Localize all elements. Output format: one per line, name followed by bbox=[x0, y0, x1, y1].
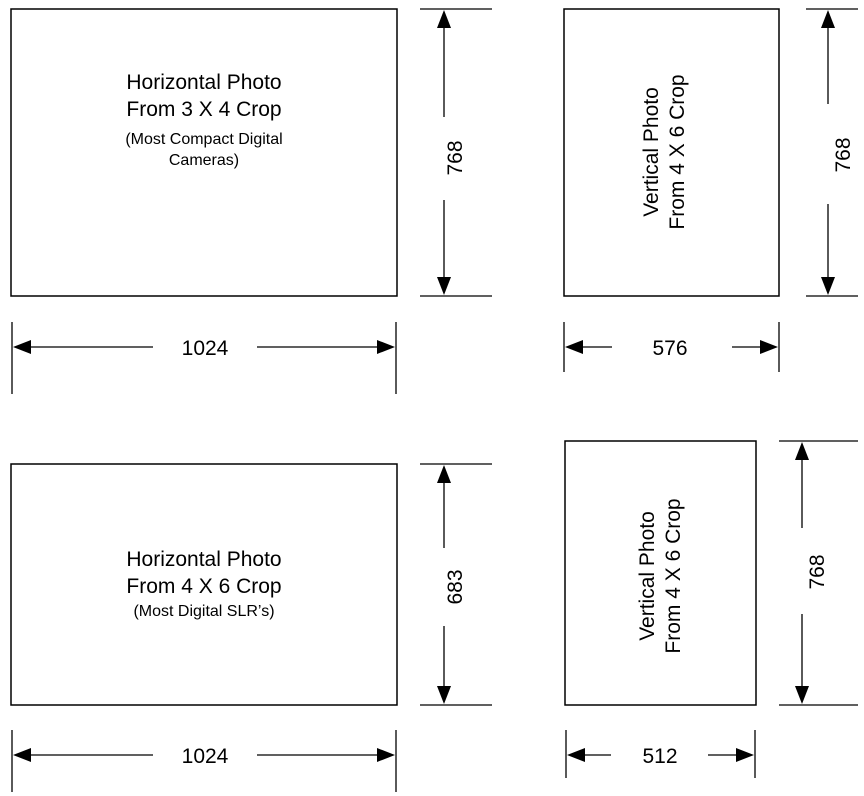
height-label: 768 bbox=[444, 140, 467, 175]
arrowhead-right bbox=[377, 340, 395, 354]
photo-note-line-1: (Most Digital SLR’s) bbox=[133, 603, 274, 620]
arrowhead-left bbox=[13, 340, 31, 354]
height-dimension: 768 bbox=[420, 8, 492, 297]
arrowhead-down bbox=[821, 277, 835, 295]
width-label: 1024 bbox=[182, 745, 229, 768]
width-label: 1024 bbox=[182, 337, 229, 360]
width-dimension: 576 bbox=[563, 322, 780, 372]
arrowhead-right bbox=[760, 340, 778, 354]
height-dimension: 683 bbox=[420, 463, 492, 706]
arrowhead-left bbox=[565, 340, 583, 354]
photo-title-line-2: From 4 X 6 Crop bbox=[126, 575, 281, 598]
panel-horizontal-3x4: Horizontal Photo From 3 X 4 Crop (Most C… bbox=[10, 8, 492, 394]
arrowhead-up bbox=[795, 442, 809, 460]
width-label: 512 bbox=[642, 745, 677, 768]
width-dimension: 1024 bbox=[11, 730, 397, 792]
arrowhead-up bbox=[437, 465, 451, 483]
arrowhead-left bbox=[567, 748, 585, 762]
width-dimension: 1024 bbox=[11, 322, 397, 394]
photo-frame bbox=[10, 8, 398, 297]
height-label: 768 bbox=[806, 554, 829, 589]
photo-title-line-1: Horizontal Photo bbox=[126, 548, 281, 571]
photo-title-line-2: From 3 X 4 Crop bbox=[126, 98, 281, 121]
photo-title-line-1: Horizontal Photo bbox=[126, 71, 281, 94]
photo-frame bbox=[563, 8, 780, 297]
photo-title-line-2: From 4 X 6 Crop bbox=[666, 74, 689, 229]
arrowhead-right bbox=[377, 748, 395, 762]
height-label: 768 bbox=[832, 137, 855, 172]
arrowhead-up bbox=[821, 10, 835, 28]
panel-horizontal-4x6: Horizontal Photo From 4 X 6 Crop (Most D… bbox=[10, 463, 492, 792]
panel-vertical-4x6-576: Vertical Photo From 4 X 6 Crop 768 576 bbox=[563, 8, 858, 372]
arrowhead-left bbox=[13, 748, 31, 762]
arrowhead-up bbox=[437, 10, 451, 28]
height-label: 683 bbox=[444, 569, 467, 604]
arrowhead-down bbox=[437, 277, 451, 295]
photo-note-line-1: (Most Compact Digital bbox=[125, 131, 282, 148]
arrowhead-down bbox=[795, 686, 809, 704]
width-dimension: 512 bbox=[565, 730, 756, 778]
width-label: 576 bbox=[652, 337, 687, 360]
photo-title-line-1: Vertical Photo bbox=[640, 87, 663, 217]
height-dimension: 768 bbox=[779, 440, 858, 706]
photo-title-line-2: From 4 X 6 Crop bbox=[662, 498, 685, 653]
photo-note-line-2: Cameras) bbox=[169, 152, 239, 169]
height-dimension: 768 bbox=[806, 8, 858, 297]
photo-frame bbox=[564, 440, 757, 706]
arrowhead-right bbox=[736, 748, 754, 762]
panel-vertical-4x6-512: Vertical Photo From 4 X 6 Crop 768 512 bbox=[564, 440, 858, 778]
arrowhead-down bbox=[437, 686, 451, 704]
photo-title-line-1: Vertical Photo bbox=[636, 511, 659, 641]
photo-frame bbox=[10, 463, 398, 706]
